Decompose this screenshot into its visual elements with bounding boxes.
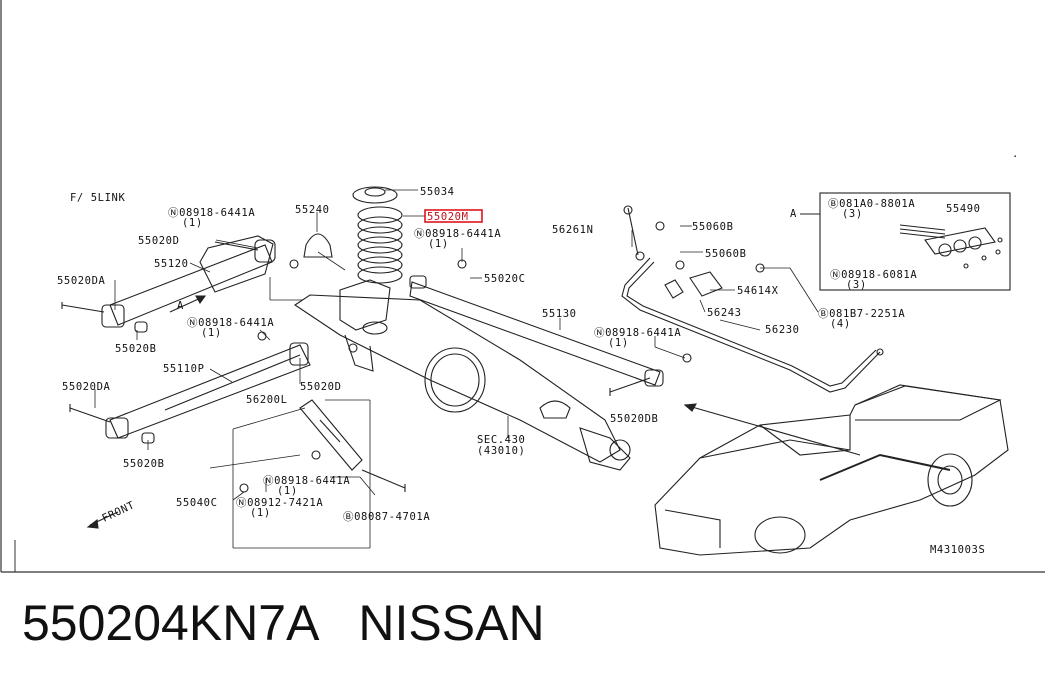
part-label-56230[interactable]: 56230	[765, 324, 800, 336]
coil-spring	[352, 186, 403, 284]
quantity-label: (1)	[201, 327, 222, 339]
part-label-54614X[interactable]: 54614X	[737, 285, 779, 297]
part-label-55020D[interactable]: 55020D	[300, 381, 342, 393]
section-title: F/ 5LINK	[70, 192, 125, 204]
part-label-55240[interactable]: 55240	[295, 204, 330, 216]
quantity-label: (3)	[846, 279, 867, 291]
bolt-label-08918-6441A[interactable]: Ⓝ08918-6441A	[594, 327, 681, 339]
quantity-label: (4)	[830, 318, 851, 330]
quantity-label: (1)	[277, 485, 298, 497]
part-caption: 550204KN7A NISSAN	[22, 598, 545, 648]
part-label-55034[interactable]: 55034	[420, 186, 455, 198]
part-label-55120[interactable]: 55120	[154, 258, 189, 270]
bolt-label-08918-6441A[interactable]: Ⓝ08918-6441A	[187, 317, 274, 329]
quantity-label: (1)	[608, 337, 629, 349]
part-label-56261N[interactable]: 56261N	[552, 224, 594, 236]
brand-name: NISSAN	[358, 595, 545, 651]
part-label-55060B[interactable]: 55060B	[705, 248, 747, 260]
upper-link-left	[61, 235, 299, 333]
bolt-label-081A0-8801A[interactable]: Ⓑ081A0-8801A	[828, 198, 915, 210]
part-label-55020C[interactable]: 55020C	[484, 273, 526, 285]
part-label-55130[interactable]: 55130	[542, 308, 577, 320]
part-label-55020DA[interactable]: 55020DA	[57, 275, 106, 287]
quantity-label: (1)	[250, 507, 271, 519]
upper-link-right	[409, 259, 692, 396]
sec-ref-label[interactable]: SEC.430	[477, 434, 525, 446]
quantity-label: (3)	[842, 208, 863, 220]
part-number: 550204KN7A	[22, 595, 317, 651]
arrow-marker-a: A	[177, 300, 184, 312]
part-label-55020DA[interactable]: 55020DA	[62, 381, 111, 393]
shock-absorber	[239, 399, 406, 493]
bolt-label-08087-4701A[interactable]: Ⓑ08087-4701A	[343, 511, 430, 523]
bolt-label-08918-6081A[interactable]: Ⓝ08918-6081A	[830, 269, 917, 281]
quantity-label: (1)	[182, 217, 203, 229]
highlight-box	[424, 209, 483, 223]
part-label-55110P[interactable]: 55110P	[163, 363, 205, 375]
stabilizer-bar	[621, 205, 884, 393]
bump-stopper	[303, 233, 333, 258]
bolt-label-08918-6441A[interactable]: Ⓝ08918-6441A	[263, 475, 350, 487]
part-label-56200L[interactable]: 56200L	[246, 394, 288, 406]
axle-housing	[294, 279, 631, 471]
bolt-label-08912-7421A[interactable]: Ⓝ08912-7421A	[236, 497, 323, 509]
pickup-truck	[654, 384, 1009, 556]
bolt-label-08918-6441A[interactable]: Ⓝ08918-6441A	[414, 228, 501, 240]
part-label-55490[interactable]: 55490	[946, 203, 981, 215]
part-label-56243[interactable]: 56243	[707, 307, 742, 319]
drawing	[61, 186, 1011, 556]
frame-corner-mark: ·	[1012, 151, 1019, 163]
sec-ref-sublabel: (43010)	[477, 445, 525, 457]
arrows	[86, 295, 207, 529]
inset-box	[800, 192, 1011, 291]
leader-lines	[94, 189, 819, 549]
part-label-55020D[interactable]: 55020D	[138, 235, 180, 247]
part-label-55060B[interactable]: 55060B	[692, 221, 734, 233]
part-label-55020DB[interactable]: 55020DB	[610, 413, 658, 425]
lower-link-left	[69, 331, 311, 444]
part-label-55040C[interactable]: 55040C	[176, 497, 218, 509]
figure-code: M431003S	[930, 544, 985, 556]
inset-marker-a: A	[790, 208, 797, 220]
quantity-label: (1)	[428, 238, 449, 250]
bolt-label-08918-6441A[interactable]: Ⓝ08918-6441A	[168, 207, 255, 219]
bolt-label-081B7-2251A[interactable]: Ⓑ081B7-2251A	[818, 308, 905, 320]
part-label-55020B[interactable]: 55020B	[115, 343, 157, 355]
part-label-55020B[interactable]: 55020B	[123, 458, 165, 470]
front-label: FRONT	[100, 499, 137, 525]
part-label-55020M-highlighted[interactable]: 55020M	[427, 211, 469, 223]
